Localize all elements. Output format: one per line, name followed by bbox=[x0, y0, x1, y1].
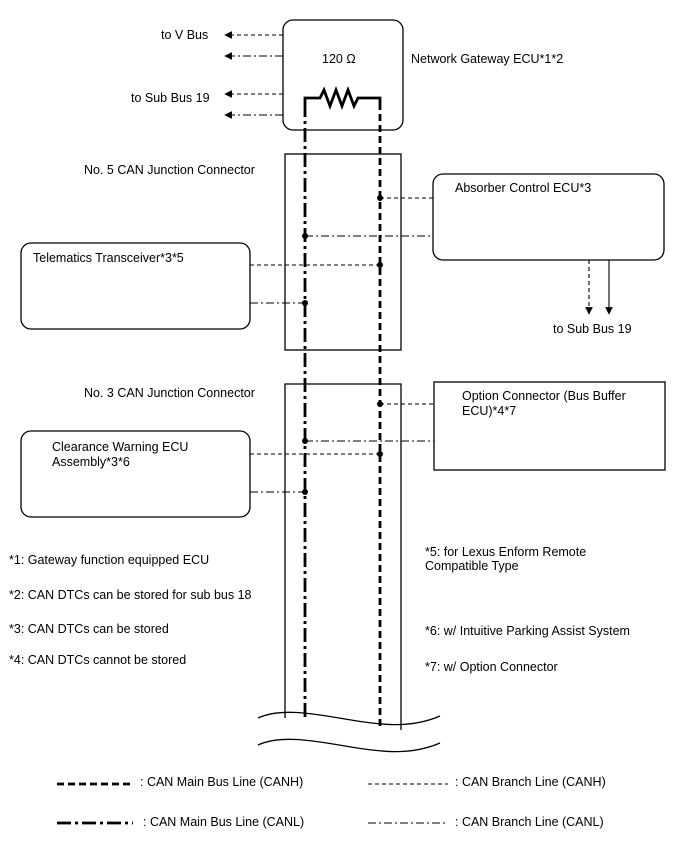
clearance-warning-ecu-label-1: Clearance Warning ECU bbox=[52, 440, 188, 454]
junction-dot bbox=[377, 451, 383, 457]
break-line-top bbox=[257, 711, 441, 726]
telematics-transceiver-box bbox=[20, 242, 251, 330]
option-connector-label-1: Option Connector (Bus Buffer bbox=[462, 389, 626, 403]
note-5-line-2: Compatible Type bbox=[425, 559, 519, 573]
legend-main-canl-label: : CAN Main Bus Line (CANL) bbox=[143, 815, 304, 829]
note-3: *3: CAN DTCs can be stored bbox=[9, 622, 169, 636]
absorber-control-ecu-box bbox=[432, 173, 665, 261]
clearance-warning-ecu-label-2: Assembly*3*6 bbox=[52, 455, 130, 469]
no3-junction-label: No. 3 CAN Junction Connector bbox=[84, 386, 255, 400]
note-7: *7: w/ Option Connector bbox=[425, 660, 558, 674]
no5-junction-connector bbox=[284, 153, 402, 351]
clearance-warning-ecu-box bbox=[20, 430, 251, 518]
no5-junction-label: No. 5 CAN Junction Connector bbox=[84, 163, 255, 177]
junction-dot bbox=[377, 262, 383, 268]
resistor-symbol bbox=[303, 86, 382, 110]
telematics-transceiver-label: Telematics Transceiver*3*5 bbox=[33, 251, 184, 265]
to-v-bus-label: to V Bus bbox=[161, 28, 208, 42]
to-sub-bus-19-label: to Sub Bus 19 bbox=[131, 91, 210, 105]
junction-dot bbox=[302, 233, 308, 239]
note-6: *6: w/ Intuitive Parking Assist System bbox=[425, 624, 630, 638]
no3-junction-connector bbox=[284, 383, 402, 730]
junction-dot bbox=[302, 489, 308, 495]
resistor-value: 120 Ω bbox=[322, 52, 356, 66]
gateway-box bbox=[282, 19, 404, 131]
junction-dots bbox=[302, 195, 383, 495]
legend-branch-canh-label: : CAN Branch Line (CANH) bbox=[455, 775, 606, 789]
legend-main-canh-label: : CAN Main Bus Line (CANH) bbox=[140, 775, 303, 789]
absorber-control-ecu-label: Absorber Control ECU*3 bbox=[455, 181, 591, 195]
absorber-to-sub-bus-label: to Sub Bus 19 bbox=[553, 322, 632, 336]
junction-dot bbox=[302, 300, 308, 306]
option-connector-label-2: ECU)*4*7 bbox=[462, 404, 516, 418]
note-5-line-1: *5: for Lexus Enform Remote bbox=[425, 545, 586, 559]
legend-branch-canl-label: : CAN Branch Line (CANL) bbox=[455, 815, 604, 829]
note-2: *2: CAN DTCs can be stored for sub bus 1… bbox=[9, 588, 252, 602]
option-connector-box bbox=[433, 381, 666, 471]
note-4: *4: CAN DTCs cannot be stored bbox=[9, 653, 186, 667]
legend: : CAN Main Bus Line (CANH) : CAN Branch … bbox=[57, 775, 606, 829]
note-1: *1: Gateway function equipped ECU bbox=[9, 553, 209, 567]
junction-dot bbox=[302, 438, 308, 444]
junction-dot bbox=[377, 401, 383, 407]
junction-dot bbox=[377, 195, 383, 201]
footnotes: *1: Gateway function equipped ECU *2: CA… bbox=[9, 545, 630, 674]
break-line-bottom bbox=[257, 738, 441, 753]
gateway-label: Network Gateway ECU*1*2 bbox=[411, 52, 563, 66]
gateway-outputs bbox=[224, 31, 283, 119]
network-gateway-ecu: 120 Ω bbox=[282, 19, 404, 131]
